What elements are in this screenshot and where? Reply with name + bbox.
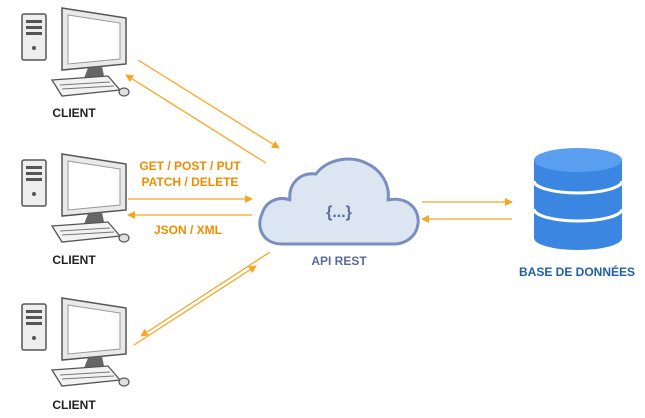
api-label: API REST [311, 254, 367, 268]
request-methods-line1: GET / POST / PUT [139, 159, 241, 173]
cloud-icon [258, 157, 420, 246]
client-1-label: CLIENT [52, 106, 96, 120]
client-2-label: CLIENT [52, 253, 96, 267]
api-symbol: {...} [326, 204, 352, 221]
arrow-api-to-client3 [140, 251, 271, 337]
arrow-api-to-client1 [125, 74, 267, 164]
client-3-label: CLIENT [52, 398, 96, 412]
client-3: CLIENT [21, 297, 130, 412]
response-format-label: JSON / XML [154, 223, 222, 237]
database-label: BASE DE DONNÉES [519, 264, 635, 279]
request-methods-line2: PATCH / DELETE [142, 175, 239, 189]
arrow-client1-to-api [137, 59, 280, 149]
api-cloud: {...} [258, 157, 420, 246]
computer-icon [21, 153, 130, 243]
arrow-client3-to-api [133, 265, 257, 346]
client-2: CLIENT [21, 153, 130, 267]
computer-icon [21, 7, 130, 97]
client-1: CLIENT [21, 7, 130, 120]
computer-icon [21, 297, 130, 387]
database-icon [532, 148, 624, 250]
